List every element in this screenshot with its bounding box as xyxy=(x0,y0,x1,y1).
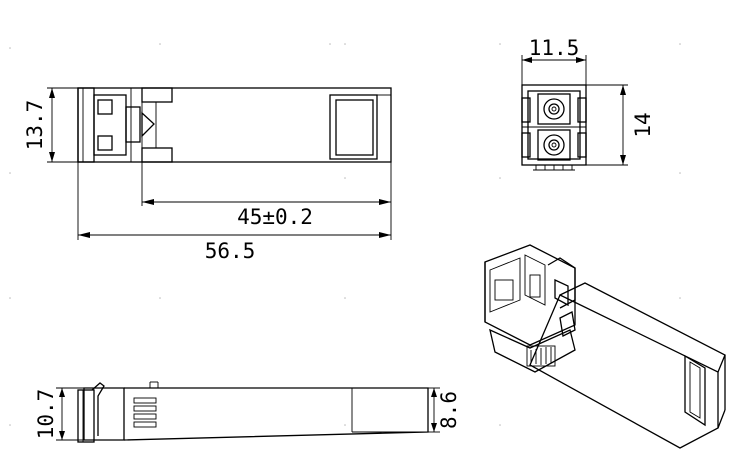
top-view xyxy=(47,87,392,163)
side-view xyxy=(56,381,440,443)
end-height-label: 14 xyxy=(631,112,655,137)
body-length-dimension xyxy=(141,162,392,240)
side-height-right-label: 8.6 xyxy=(437,391,461,429)
total-length-label: 56.5 xyxy=(205,239,256,263)
isometric-view xyxy=(484,244,726,449)
front-height-label: 13.7 xyxy=(23,100,47,151)
background-dots xyxy=(9,43,681,426)
end-view xyxy=(521,55,628,171)
total-length-dimension xyxy=(77,162,391,240)
body-length-label: 45±0.2 xyxy=(237,205,313,229)
side-height-left-label: 10.7 xyxy=(34,389,58,440)
end-width-label: 11.5 xyxy=(529,36,580,60)
